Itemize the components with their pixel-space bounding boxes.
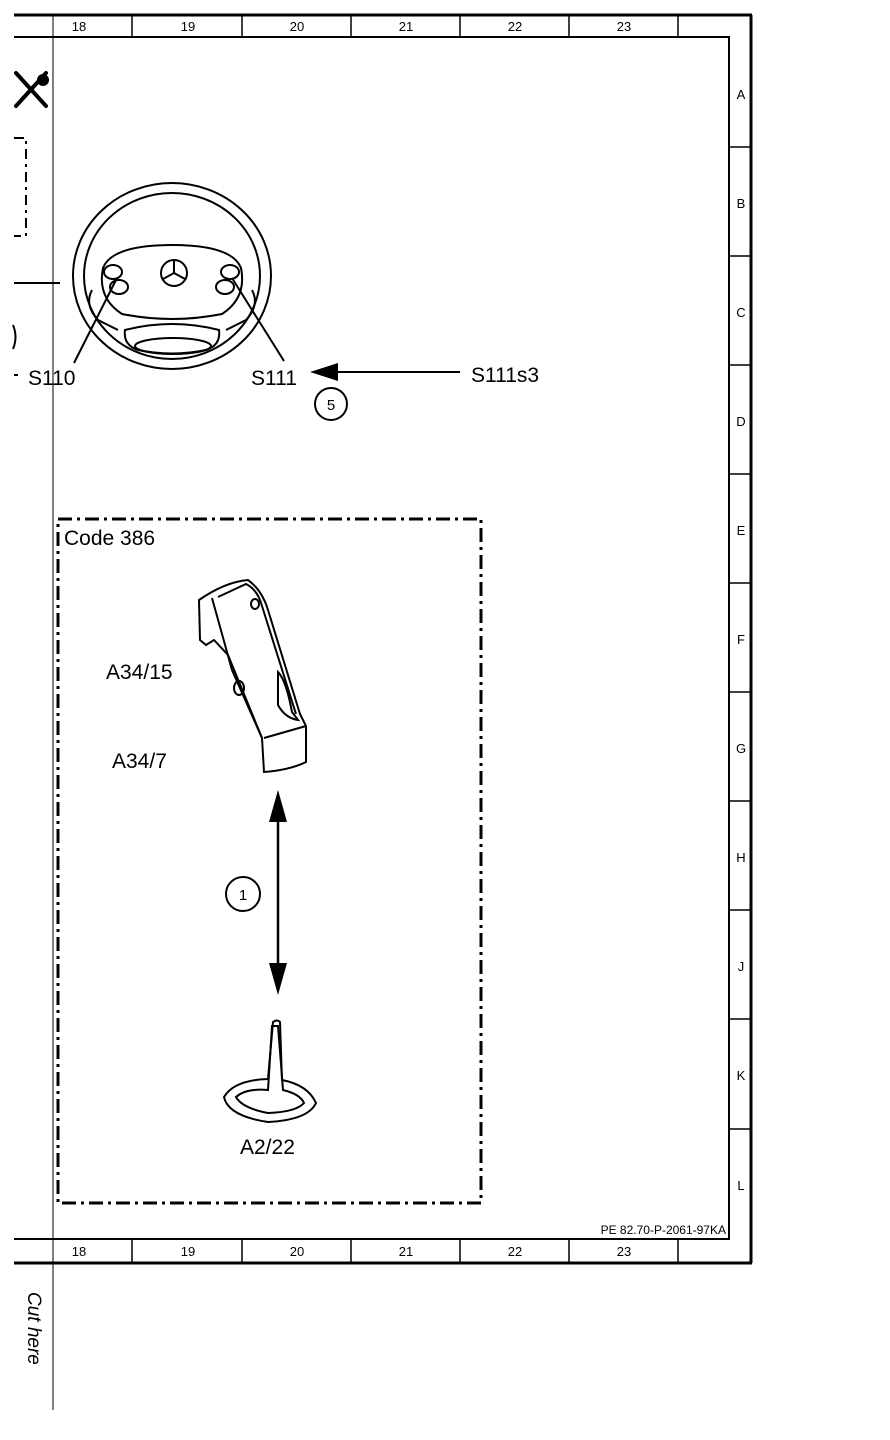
steering-wheel xyxy=(72,182,272,370)
a34-15-label: A34/15 xyxy=(106,661,173,684)
drawing-frame xyxy=(14,13,753,1410)
a2-22-label: A2/22 xyxy=(240,1136,295,1159)
drawing-number: PE 82.70-P-2061-97KA xyxy=(601,1223,726,1237)
column-label: 18 xyxy=(72,19,86,34)
column-label: 18 xyxy=(72,1244,86,1259)
column-label: 19 xyxy=(181,19,195,34)
row-label: E xyxy=(737,523,746,538)
row-label: G xyxy=(736,741,746,756)
code-label: Code 386 xyxy=(64,527,155,550)
left-edge-fragments xyxy=(12,137,60,376)
callout-1: 1 xyxy=(225,876,261,912)
row-label: F xyxy=(737,632,745,647)
leader-lines xyxy=(73,277,285,364)
right-ruler-labels: A B C D E F G H J K L xyxy=(736,87,746,1193)
right-ruler xyxy=(729,146,751,1130)
column-label: 23 xyxy=(617,19,631,34)
s110-label: S110 xyxy=(28,367,76,390)
arrow-s111s3 xyxy=(310,363,460,381)
column-label: 20 xyxy=(290,19,304,34)
column-label: 19 xyxy=(181,1244,195,1259)
row-label: J xyxy=(738,959,745,974)
row-label: K xyxy=(737,1068,746,1083)
top-ruler xyxy=(131,15,679,37)
double-arrow xyxy=(269,790,287,995)
callout-5-number: 5 xyxy=(327,397,335,414)
antenna-drawing xyxy=(222,1019,318,1124)
column-label: 21 xyxy=(399,19,413,34)
bottom-ruler xyxy=(131,1239,679,1263)
row-label: D xyxy=(736,414,745,429)
cut-here-label: Cut here xyxy=(23,1292,44,1365)
a34-7-label: A34/7 xyxy=(112,750,167,773)
s111-label: S111 xyxy=(251,367,297,390)
scissors-icon xyxy=(14,71,49,108)
row-label: H xyxy=(736,850,745,865)
row-label: L xyxy=(737,1178,744,1193)
row-label: C xyxy=(736,305,745,320)
s111s3-label: S111s3 xyxy=(471,364,539,387)
code-386-box xyxy=(56,517,483,1205)
mercedes-star-icon xyxy=(160,259,188,287)
column-label: 22 xyxy=(508,19,522,34)
callout-1-number: 1 xyxy=(239,887,247,904)
column-label: 21 xyxy=(399,1244,413,1259)
column-label: 23 xyxy=(617,1244,631,1259)
column-label: 22 xyxy=(508,1244,522,1259)
row-label: B xyxy=(737,196,746,211)
callout-5: 5 xyxy=(314,387,348,421)
column-label: 20 xyxy=(290,1244,304,1259)
row-label: A xyxy=(737,87,746,102)
phone-cradle-drawing xyxy=(197,578,307,774)
bottom-ruler-labels: 18 19 20 21 22 23 xyxy=(72,1244,631,1259)
top-ruler-labels: 18 19 20 21 22 23 xyxy=(72,19,631,34)
